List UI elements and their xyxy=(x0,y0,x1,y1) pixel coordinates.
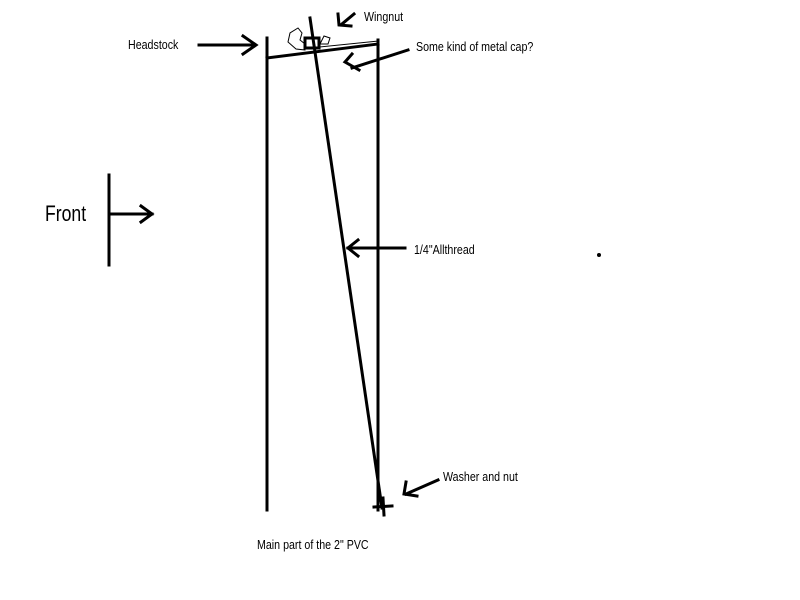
washer-nut-v xyxy=(381,496,386,517)
metal-cap-line xyxy=(265,42,380,60)
pvc-label: Main part of the 2" PVC xyxy=(257,537,369,552)
allthread-label: 1/4"Allthread xyxy=(414,242,475,257)
allthread-arrow xyxy=(345,237,407,259)
front-arrow xyxy=(107,203,155,225)
washer-nut-arrow xyxy=(402,478,440,498)
washer-nut-label: Washer and nut xyxy=(443,469,518,484)
metal-cap-label: Some kind of metal cap? xyxy=(416,39,534,54)
headstock-arrow xyxy=(197,33,259,57)
headstock-label: Headstock xyxy=(128,37,179,52)
metal-cap-line-upper xyxy=(309,40,379,49)
wingnut-arrow xyxy=(336,11,357,28)
wingnut-body xyxy=(303,36,321,50)
wingnut-shape-right xyxy=(319,35,331,45)
wingnut-shape xyxy=(287,27,306,51)
allthread-rod xyxy=(308,16,384,510)
stray-dot xyxy=(597,253,601,257)
metal-cap-arrow xyxy=(342,48,410,73)
front-label: Front xyxy=(45,201,87,226)
wingnut-label: Wingnut xyxy=(364,9,404,24)
